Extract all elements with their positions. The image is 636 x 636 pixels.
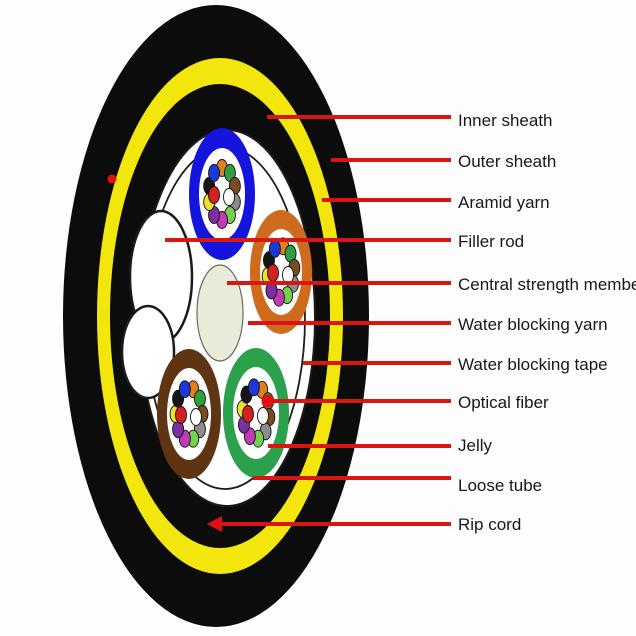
filler-rod-lower (120, 304, 176, 400)
label-rip-cord: Rip cord (458, 515, 522, 534)
optical-fiber-dot (208, 186, 220, 204)
label-loose-tube: Loose tube (458, 476, 543, 495)
optical-fiber-dot (223, 188, 235, 206)
central-strength-member (196, 264, 244, 362)
green-loose-tube (223, 348, 289, 478)
label-optical-fiber: Optical fiber (458, 393, 549, 412)
label-water-blocking-tape: Water blocking tape (458, 355, 608, 374)
brown-loose-tube (157, 349, 221, 479)
optical-fiber-dot (175, 406, 187, 424)
optical-fiber-dot (178, 380, 191, 399)
label-outer-sheath: Outer sheath (458, 152, 557, 171)
rip-cord-dot-marker (107, 174, 117, 184)
optical-fiber-dot (242, 405, 254, 423)
optical-fiber-dot (267, 264, 279, 282)
optical-fiber-dot (257, 407, 269, 425)
orange-loose-tube (250, 210, 312, 334)
label-central-strength-member: Central strength member (458, 275, 636, 294)
optical-fiber-dot (247, 378, 260, 397)
optical-fiber-dot (282, 266, 294, 284)
optical-fiber-dot (208, 164, 221, 182)
label-aramid-yarn: Aramid yarn (458, 193, 550, 212)
optical-fiber-dot (268, 239, 281, 258)
leader-lines-group (107, 115, 451, 532)
label-filler-rod: Filler rod (458, 232, 525, 251)
rip-cord-arrow-marker (207, 516, 222, 532)
label-inner-sheath: Inner sheath (458, 111, 553, 130)
blue-loose-tube (189, 128, 255, 260)
label-water-blocking-yarn: Water blocking yarn (458, 315, 608, 334)
optical-fiber-dot (190, 408, 202, 426)
optical-fiber-dot (193, 389, 206, 408)
label-jelly: Jelly (458, 436, 493, 455)
optical-fiber-dot-marker (261, 394, 275, 408)
